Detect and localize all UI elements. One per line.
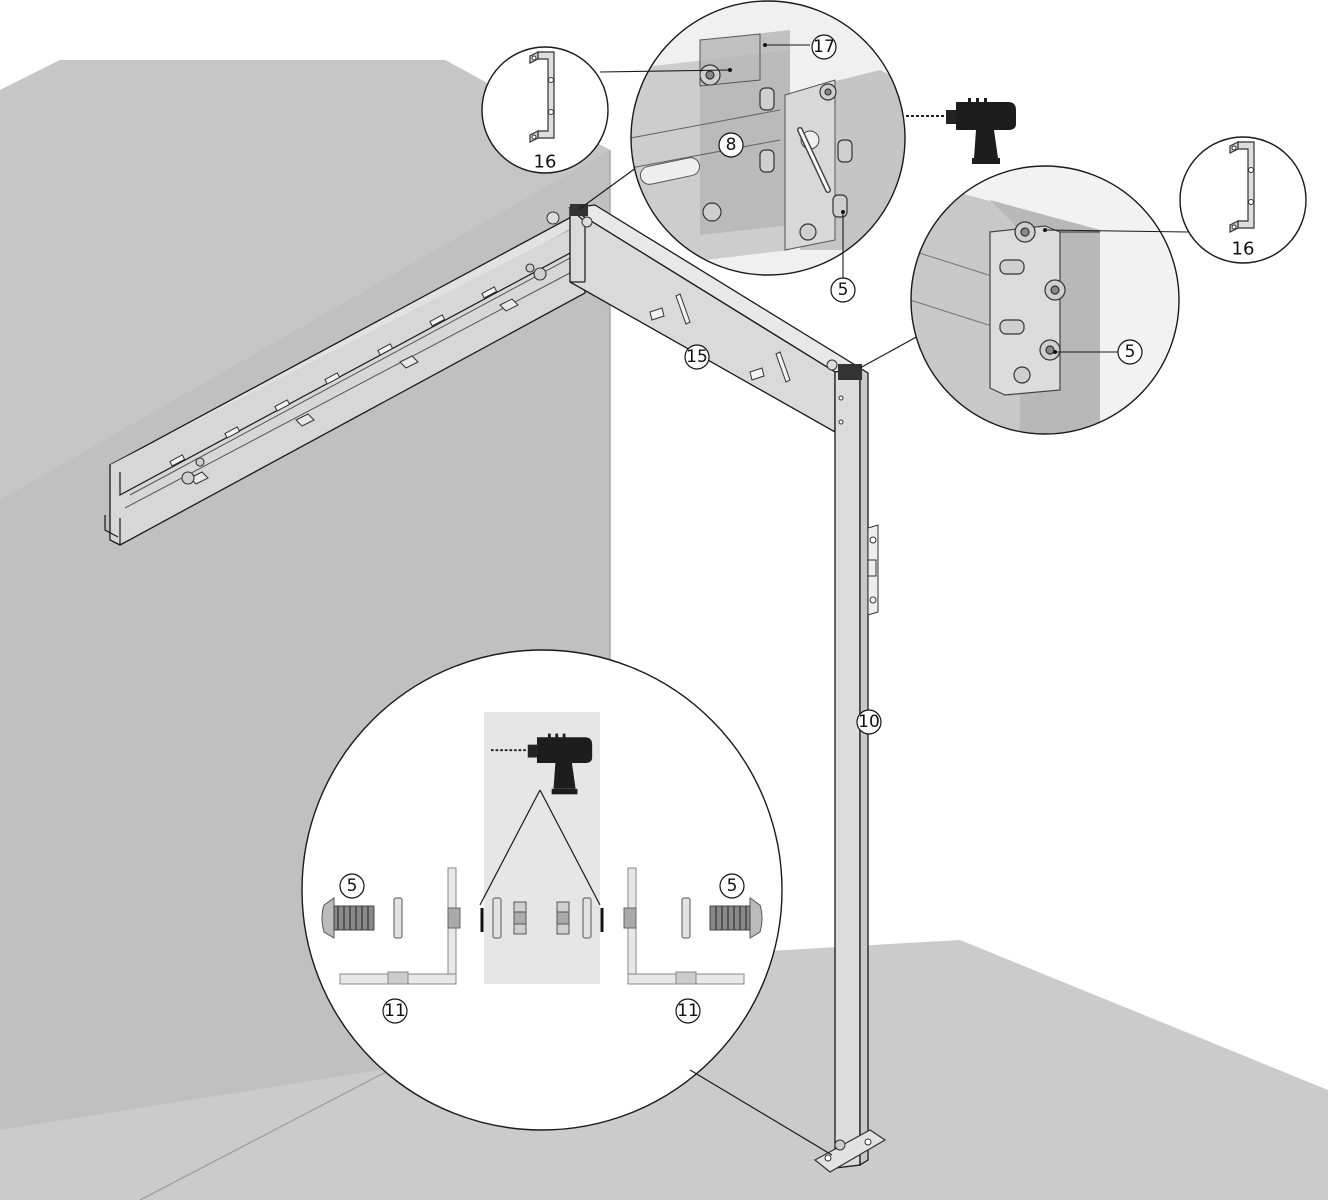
detail-circle-top: 17 8 [599, 0, 906, 278]
drill-icon [905, 97, 1017, 165]
detail-bracket-16-right: 16 [1179, 136, 1307, 264]
post-10 [813, 359, 887, 1173]
c-channel-rail [104, 214, 587, 546]
label-5-top: 5 [838, 280, 849, 300]
label-16-left: 16 [534, 152, 557, 173]
detail-circle-right [910, 165, 1189, 435]
label-10: 10 [858, 712, 880, 732]
label-17: 17 [813, 37, 835, 57]
label-5-right: 5 [1125, 342, 1136, 362]
label-16-right: 16 [1232, 239, 1255, 260]
label-15: 15 [686, 347, 708, 367]
label-8: 8 [726, 135, 737, 155]
label-5-bottom-right: 5 [727, 876, 738, 896]
label-11-left: 11 [384, 1001, 406, 1021]
label-5-bottom-left: 5 [347, 876, 358, 896]
detail-circle-bottom: 5 5 11 11 [301, 649, 833, 1156]
bolt-5-left [321, 897, 375, 939]
label-11-right: 11 [677, 1001, 699, 1021]
bolt-5-right [709, 897, 763, 939]
detail-bracket-16-left: 16 [481, 46, 609, 174]
beam-15 [546, 204, 862, 434]
